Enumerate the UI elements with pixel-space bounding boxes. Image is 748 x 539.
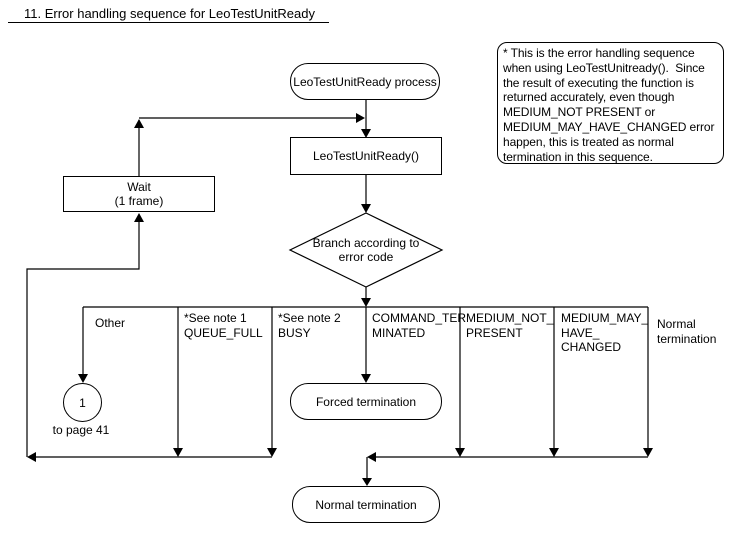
drop-other xyxy=(78,307,88,383)
edge-call-to-branch xyxy=(361,175,371,213)
branch-label-busy: *See note 2 BUSY xyxy=(278,311,341,340)
node-branch-decision-label: Branch according to error code xyxy=(312,236,420,264)
branch-label-medium-may-have-changed: MEDIUM_MAY_ HAVE_ CHANGED xyxy=(561,311,649,354)
branch-label-other: Other xyxy=(95,316,126,330)
node-process-start: LeoTestUnitReady process xyxy=(290,63,440,100)
branch-label-normal-termination: Normal termination xyxy=(657,317,717,346)
edge-wait-to-main xyxy=(134,113,365,176)
node-offpage-connector: 1 xyxy=(63,383,102,422)
branch-label-queue-full: *See note 1 QUEUE_FULL xyxy=(184,311,263,340)
note-annotation: * This is the error handling sequence wh… xyxy=(497,42,724,164)
edge-process-to-call xyxy=(361,100,371,138)
edge-branch-to-header xyxy=(361,287,371,307)
node-normal-termination: Normal termination xyxy=(292,486,440,523)
drop-busy xyxy=(267,307,277,457)
left-collector-line xyxy=(27,452,272,462)
retry-loop-line xyxy=(26,213,144,457)
offpage-connector-caption: to page 41 xyxy=(52,423,110,437)
page-title: 11. Error handling sequence for LeoTestU… xyxy=(24,6,315,21)
drop-medium-may-have-changed xyxy=(549,307,559,457)
edge-to-normal-box xyxy=(362,457,372,486)
drop-normal-termination xyxy=(643,307,653,457)
node-forced-termination: Forced termination xyxy=(290,383,442,420)
branch-label-command-terminated: COMMAND_TER MINATED xyxy=(372,311,467,340)
node-wait: Wait (1 frame) xyxy=(63,176,215,212)
right-collector-line xyxy=(367,452,648,462)
branch-label-medium-not-present: MEDIUM_NOT_ PRESENT xyxy=(466,311,554,340)
node-call-leotestunitready: LeoTestUnitReady() xyxy=(290,137,442,175)
title-underline xyxy=(8,22,329,23)
branch-diamond xyxy=(288,212,444,288)
drop-command-terminated xyxy=(361,307,371,383)
drop-medium-not-present xyxy=(455,307,465,457)
drop-queue-full xyxy=(173,307,183,457)
